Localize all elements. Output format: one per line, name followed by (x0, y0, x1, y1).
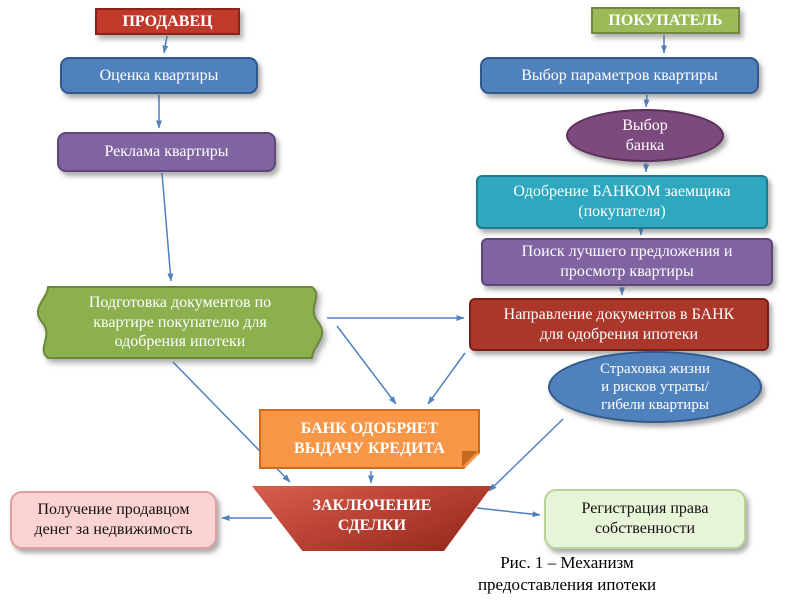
node-documents-preparation: Подготовка документов по квартире покупа… (35, 285, 325, 360)
node-apartment-parameters: Выбор параметров квартиры (480, 57, 759, 94)
node-best-offer-search: Поиск лучшего предложения и просмотр ква… (481, 238, 773, 286)
node-seller-receives-money: Получение продавцом денег за недвижимост… (10, 491, 217, 549)
connector-docstobank-bankapproves (427, 352, 466, 405)
node-documents-to-bank: Направление документов в БАНК для одобре… (469, 298, 769, 351)
connector-insurance-deal (488, 418, 564, 492)
node-apartment-advertising: Реклама квартиры (57, 132, 276, 172)
node-bank-approves-credit-label: БАНК ОДОБРЯЕТ ВЫДАЧУ КРЕДИТА (294, 420, 445, 457)
node-borrower-approval: Одобрение БАНКОМ заемщика (покупателя) (476, 175, 768, 229)
connector-params-bankchoice (643, 94, 650, 108)
figure-caption: Рис. 1 – Механизм предоставления ипотеки (477, 552, 657, 594)
node-apartment-appraisal: Оценка квартиры (60, 57, 258, 94)
node-ownership-registration: Регистрация права собственности (544, 489, 746, 549)
connector-deal-registration (476, 507, 541, 518)
node-bank-approves-credit: БАНК ОДОБРЯЕТ ВЫДАЧУ КРЕДИТА (259, 409, 480, 469)
connector-advertising-docsprep (161, 172, 174, 282)
connector-seller-appraisal (162, 35, 169, 54)
wave-shape (36, 286, 324, 359)
connector-docsprep-bankapproves (336, 325, 397, 405)
node-documents-preparation-label: Подготовка документов по квартире покупа… (88, 294, 272, 351)
node-seller: ПРОДАВЕЦ (95, 8, 240, 35)
node-buyer: ПОКУПАТЕЛЬ (591, 7, 740, 34)
node-bank-choice: Выбор банка (566, 109, 724, 162)
node-life-insurance: Страховка жизни и рисков утраты/ гибели … (548, 351, 762, 423)
